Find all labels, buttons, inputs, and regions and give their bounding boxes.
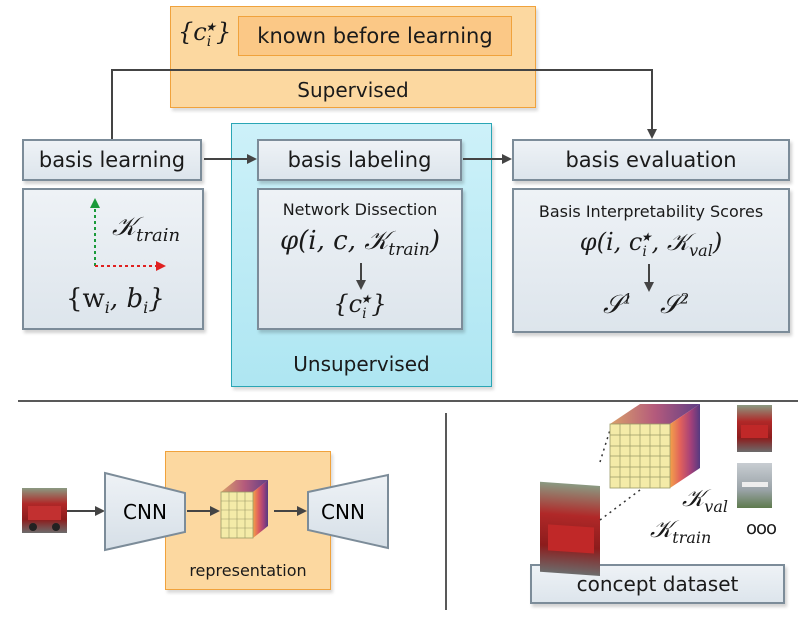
score-s2: 𝒮2 — [660, 290, 690, 320]
cnn-encoder-label: CNN — [123, 500, 167, 524]
basis-evaluation-header: basis evaluation — [512, 139, 790, 181]
labeling-result: {ci★} — [333, 290, 387, 322]
representation-label: representation — [189, 561, 307, 580]
supervised-title: Supervised — [297, 78, 409, 102]
evaluation-formula: φ(i, ci★, 𝒦val) — [579, 228, 723, 260]
supervised-feedback-arrow — [111, 69, 657, 139]
unsupervised-title: Unsupervised — [293, 352, 430, 376]
representation-tensor — [220, 480, 268, 539]
weights-bias-symbol: {wi, bi} — [66, 284, 165, 318]
basis-learning-panel — [22, 188, 204, 330]
concept-tensor — [609, 404, 700, 489]
cnn-decoder-label: CNN — [321, 500, 365, 524]
basis-labeling-panel — [257, 188, 463, 330]
interpretability-scores-label: Basis Interpretability Scores — [538, 202, 764, 221]
k-train-symbol: 𝒦train — [112, 212, 181, 247]
score-s1: 𝒮1 — [603, 290, 633, 320]
known-concepts-symbol: {ci★} — [178, 18, 232, 50]
concept-dataset-box: concept dataset — [530, 564, 785, 604]
more-images-ellipsis: ooo — [746, 518, 777, 539]
network-dissection-label: Network Dissection — [282, 200, 438, 219]
labeling-formula: φ(i, c, 𝒦train) — [279, 226, 441, 261]
cnn-decoder — [307, 473, 389, 550]
cnn-encoder — [104, 471, 186, 552]
basis-learning-header: basis learning — [22, 139, 202, 181]
k-val-symbol: 𝒦val — [682, 484, 728, 516]
known-before-learning-label: known before learning — [238, 16, 512, 56]
k-train-concept-symbol: 𝒦train — [650, 515, 712, 547]
basis-evaluation-panel — [512, 188, 790, 333]
basis-labeling-header: basis labeling — [257, 139, 462, 181]
projection-lines — [599, 429, 641, 521]
